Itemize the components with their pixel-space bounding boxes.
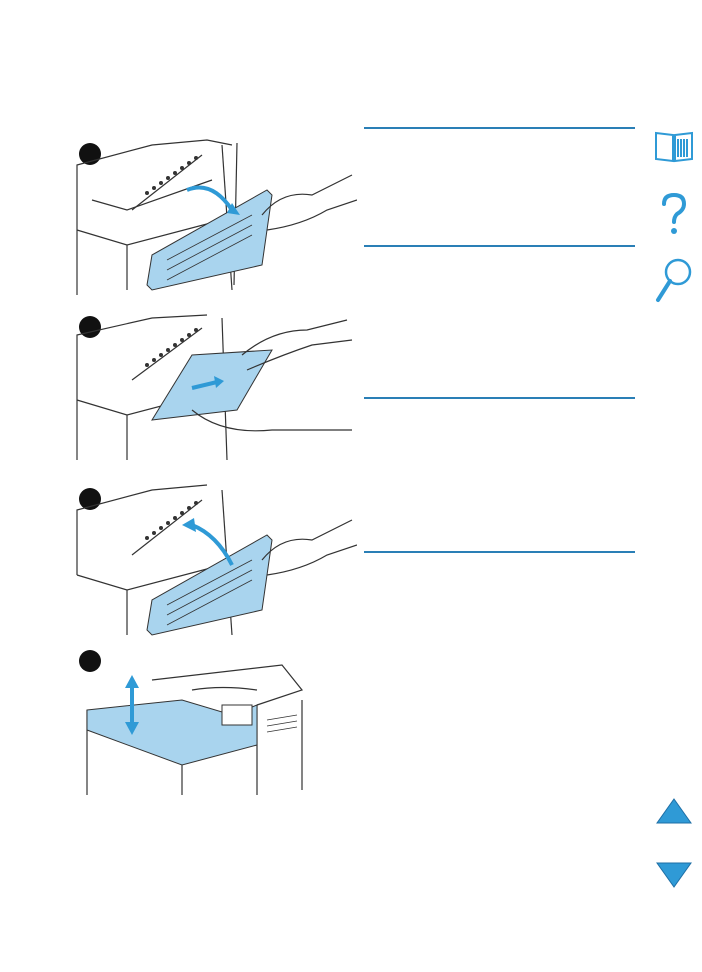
step-4-marker xyxy=(79,650,101,672)
previous-page-arrow-icon[interactable] xyxy=(656,798,692,824)
step-2-marker xyxy=(79,316,101,338)
section-divider-1 xyxy=(364,127,635,129)
step-3-illustration xyxy=(76,484,357,636)
step-2-illustration xyxy=(76,314,353,461)
next-page-arrow-icon[interactable] xyxy=(656,862,692,888)
magnifier-icon[interactable] xyxy=(654,257,694,303)
section-divider-2 xyxy=(364,245,635,247)
section-divider-3 xyxy=(364,397,635,399)
section-divider-4 xyxy=(364,551,635,553)
book-icon[interactable] xyxy=(654,129,694,163)
step-1-illustration xyxy=(76,139,357,295)
question-mark-icon[interactable] xyxy=(659,192,689,237)
step-4-illustration xyxy=(86,664,304,795)
